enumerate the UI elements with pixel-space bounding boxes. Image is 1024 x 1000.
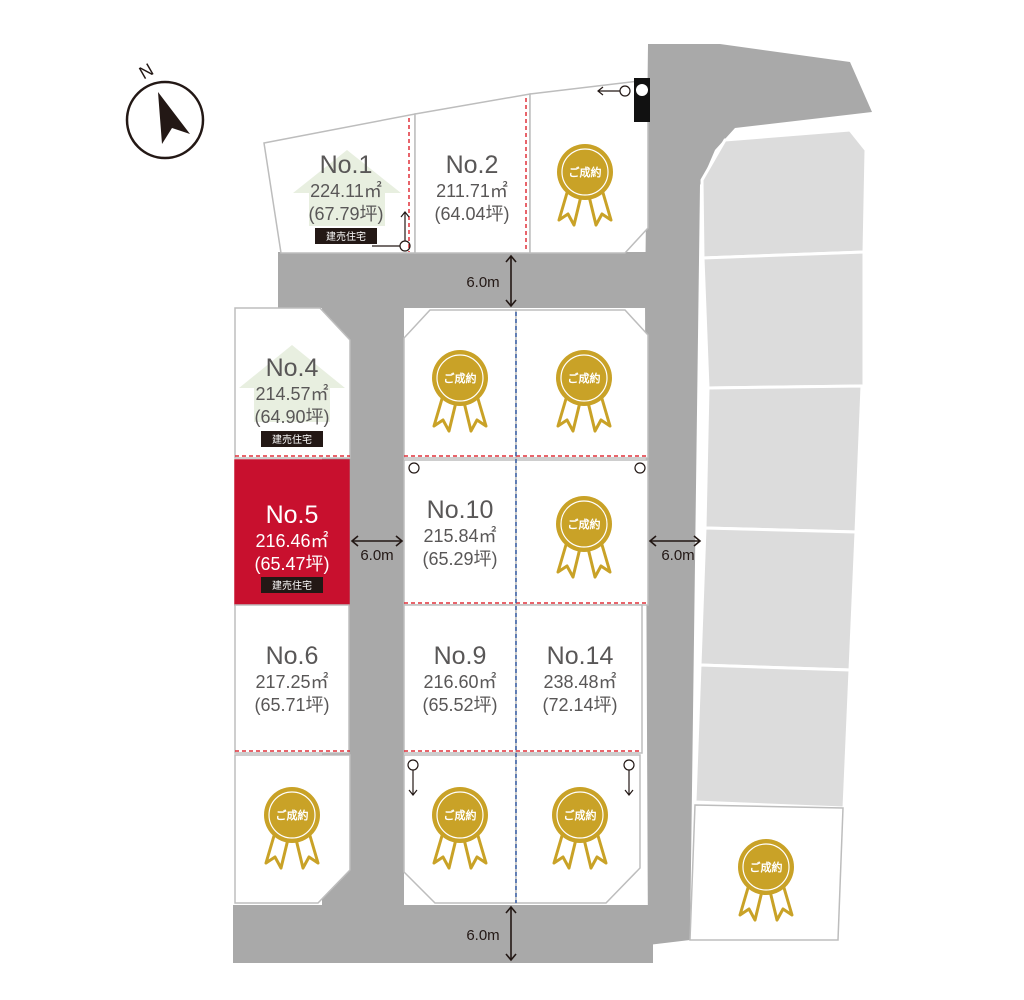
road-width-label: 6.0m	[360, 547, 393, 564]
lot-tsubo: (65.52坪)	[422, 695, 497, 715]
sold-seals: ご成約 ご成約 ご成約 ご成約 ご成約 ご成約 ご成約 ご成約	[262, 142, 796, 922]
house-icon	[239, 345, 345, 422]
lot-14[interactable]	[515, 604, 643, 754]
road-dimension-north: 6.0m	[466, 254, 517, 308]
ribbon-seal-icon: ご成約	[430, 785, 490, 870]
built-house-badge	[315, 228, 377, 244]
svg-text:ご成約: ご成約	[568, 371, 601, 385]
lot-9[interactable]	[403, 604, 517, 754]
neighbor-parcel	[698, 526, 858, 672]
lot-tsubo: (65.47坪)	[254, 554, 329, 574]
ribbon-seal-icon: ご成約	[554, 348, 614, 433]
compass-ring	[125, 80, 205, 160]
boundary-lines	[235, 98, 648, 903]
built-house-badge	[261, 431, 323, 447]
ribbon-seal-icon: ご成約	[550, 785, 610, 870]
badge-label: 建売住宅	[272, 433, 312, 446]
svg-text:ご成約: ご成約	[564, 808, 597, 822]
lot-label-6: No.6 217.25㎡ (65.71坪)	[254, 642, 329, 715]
neighbor-parcel	[703, 384, 864, 534]
lot-area: 238.48㎡	[543, 671, 616, 692]
lot-10[interactable]	[403, 459, 517, 606]
neighbor-parcels	[693, 128, 868, 810]
svg-text:ご成約: ご成約	[568, 517, 601, 531]
utility-markers	[372, 85, 646, 796]
north-label: N	[136, 59, 157, 83]
lot-6[interactable]	[234, 604, 350, 754]
lot-number: No.14	[547, 642, 614, 670]
ribbon-seal-icon: ご成約	[554, 494, 614, 579]
lot-label-10: No.10 215.84㎡ (65.29坪)	[422, 496, 497, 569]
lot-tsubo: (64.90坪)	[254, 407, 329, 427]
road-south-horizontal	[233, 905, 653, 963]
badge-label: 建売住宅	[326, 230, 366, 243]
north-arrow: N	[125, 59, 205, 160]
lot-number: No.2	[446, 151, 499, 179]
lot-area: 224.11㎡	[310, 180, 382, 201]
built-house-badge	[261, 577, 323, 593]
lot-label-2: No.2 211.71㎡ (64.04坪)	[434, 151, 509, 224]
road-dimension-west: 6.0m	[350, 535, 404, 564]
road-width-label: 6.0m	[466, 274, 499, 291]
lot-tsubo: (65.29坪)	[422, 549, 497, 569]
svg-text:ご成約: ご成約	[444, 808, 477, 822]
lot-tsubo: (72.14坪)	[542, 695, 617, 715]
lot-tsubo: (64.04坪)	[434, 204, 509, 224]
lot-number: No.9	[434, 642, 487, 670]
lot-label-1: No.1 224.11㎡ (67.79坪) 建売住宅	[308, 151, 384, 244]
utility-marker-icon	[636, 84, 648, 96]
roads	[233, 44, 872, 963]
ribbon-seal-icon: ご成約	[430, 348, 490, 433]
lot-number: No.5	[266, 501, 319, 529]
lot-area: 211.71㎡	[436, 180, 508, 201]
svg-text:ご成約: ご成約	[750, 860, 783, 874]
ribbon-seal-icon: ご成約	[736, 837, 796, 922]
utility-marker-icon	[634, 462, 646, 474]
neighbor-parcel	[700, 128, 868, 260]
road-width-label: 6.0m	[466, 927, 499, 944]
svg-text:ご成約: ご成約	[444, 371, 477, 385]
ribbon-seal-icon: ご成約	[555, 142, 615, 227]
badge-label: 建売住宅	[272, 579, 312, 592]
lot-label-4: No.4 214.57㎡ (64.90坪) 建売住宅	[254, 354, 330, 447]
lot-area: 216.46㎡	[255, 530, 328, 551]
lot-number: No.10	[427, 496, 494, 524]
road-dimension-south: 6.0m	[466, 905, 517, 962]
lot-label-5: No.5 216.46㎡ (65.47坪) 建売住宅	[254, 501, 330, 593]
lot-label-14: No.14 238.48㎡ (72.14坪)	[542, 642, 617, 715]
road-dimension-east: 6.0m	[648, 535, 702, 564]
lot-number: No.6	[266, 642, 319, 670]
lot-tsubo: (65.71坪)	[254, 695, 329, 715]
lot-number: No.4	[266, 354, 319, 382]
lot-number: No.1	[320, 151, 373, 179]
road-width-label: 6.0m	[661, 547, 694, 564]
neighbor-parcel	[701, 250, 866, 390]
svg-text:ご成約: ご成約	[276, 808, 309, 822]
lot-area: 215.84㎡	[423, 525, 496, 546]
lot-tsubo: (67.79坪)	[308, 204, 383, 224]
house-icon	[293, 150, 401, 226]
neighbor-parcel	[693, 663, 852, 810]
svg-text:ご成約: ご成約	[569, 165, 602, 179]
utility-marker-icon	[408, 462, 420, 474]
lot-area: 214.57㎡	[255, 383, 328, 404]
lot-area: 217.25㎡	[255, 671, 328, 692]
road-north-horizontal	[278, 252, 658, 308]
road-east-main	[645, 44, 872, 945]
ribbon-seal-icon: ご成約	[262, 785, 322, 870]
lot-label-9: No.9 216.60㎡ (65.52坪)	[422, 642, 497, 715]
north-arrow-icon	[158, 92, 190, 144]
lot-area: 216.60㎡	[423, 671, 496, 692]
